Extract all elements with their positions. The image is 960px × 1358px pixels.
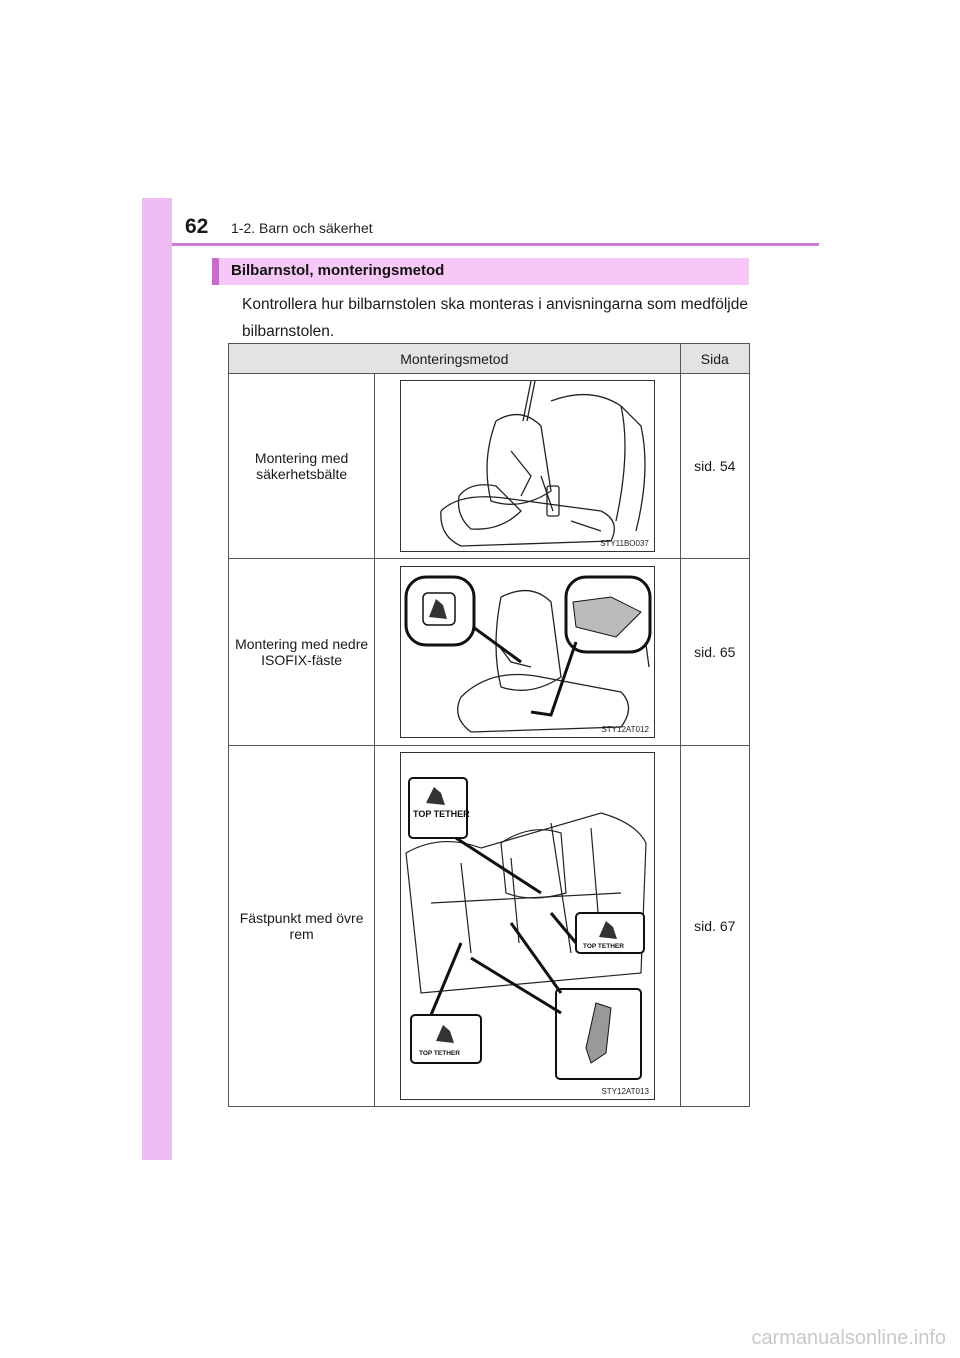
figure-code: STY12AT012 bbox=[601, 725, 649, 734]
child-seat-isofix-illustration bbox=[404, 575, 652, 733]
table-row: Montering med säkerhetsbälte bbox=[227, 373, 751, 559]
table-row: Fästpunkt med övre rem bbox=[227, 745, 751, 1107]
tether-label: TOP TETHER bbox=[413, 809, 470, 819]
isofix-symbol-callout bbox=[404, 575, 522, 664]
page-number: 62 bbox=[185, 215, 209, 238]
header-divider bbox=[172, 243, 819, 246]
page-reference: sid. 67 bbox=[679, 745, 751, 1107]
section-title: 1-2. Barn och säkerhet bbox=[231, 220, 373, 236]
table-row: Montering med nedre ISOFIX-fäste bbox=[227, 558, 751, 746]
method-label: Montering med nedre ISOFIX-fäste bbox=[227, 558, 376, 746]
seatbelt-installation-figure: STY11BO037 bbox=[399, 380, 655, 552]
isofix-installation-figure: STY12AT012 bbox=[399, 566, 655, 738]
figure-cell: STY11BO037 bbox=[374, 373, 681, 559]
child-seat-seatbelt-illustration bbox=[440, 381, 646, 547]
anchor-detail-callout bbox=[530, 575, 652, 717]
section-heading: Bilbarnstol, monteringsmetod bbox=[231, 262, 445, 279]
chapter-side-tab bbox=[142, 198, 172, 1160]
top-tether-callout-bottom-left: TOP TETHER bbox=[409, 942, 482, 1064]
tether-label: TOP TETHER bbox=[419, 1050, 460, 1057]
tether-label: TOP TETHER bbox=[583, 943, 624, 950]
top-tether-callout-top-left: TOP TETHER bbox=[407, 777, 542, 895]
figure-code: STY12AT013 bbox=[601, 1087, 649, 1096]
watermark: carmanualsonline.info bbox=[751, 1327, 946, 1349]
method-label: Montering med säkerhetsbälte bbox=[227, 373, 376, 559]
installation-methods-table: Monteringsmetod Sida Montering med säker… bbox=[227, 343, 751, 1107]
column-header-page: Sida bbox=[679, 343, 751, 374]
page-reference: sid. 65 bbox=[679, 558, 751, 746]
section-heading-box: Bilbarnstol, monteringsmetod bbox=[212, 258, 749, 285]
top-tether-callout-right: TOP TETHER bbox=[549, 912, 645, 954]
figure-cell: STY12AT012 bbox=[374, 558, 681, 746]
anchor-hook-callout bbox=[470, 922, 642, 1080]
column-header-method: Monteringsmetod bbox=[228, 343, 681, 374]
figure-cell: TOP TETHER TOP TETHER TOP TETHER bbox=[374, 745, 681, 1107]
page-reference: sid. 54 bbox=[679, 373, 751, 559]
intro-paragraph: Kontrollera hur bilbarnstolen ska monter… bbox=[242, 296, 748, 340]
top-tether-illustration: TOP TETHER TOP TETHER TOP TETHER bbox=[405, 777, 647, 1080]
method-label: Fästpunkt med övre rem bbox=[227, 745, 376, 1107]
top-tether-figure: TOP TETHER TOP TETHER TOP TETHER bbox=[399, 752, 655, 1100]
figure-code: STY11BO037 bbox=[600, 539, 649, 548]
